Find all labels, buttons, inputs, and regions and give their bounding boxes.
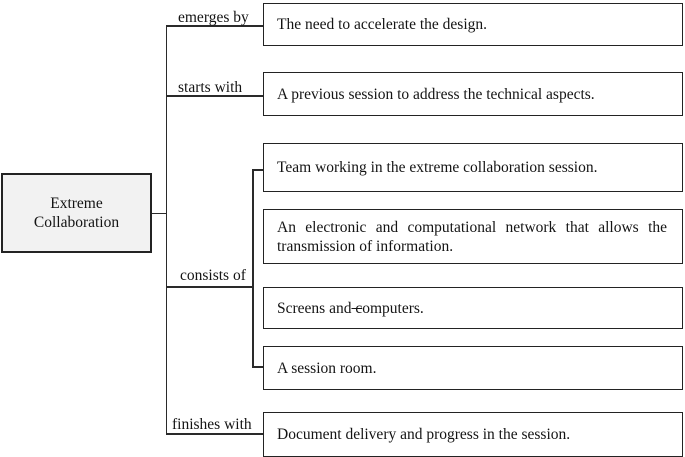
node-team-working-label: Team working in the extreme collaboratio… <box>277 159 598 177</box>
bracket-bottom-stub-line <box>252 366 264 368</box>
node-extreme-collaboration: Extreme Collaboration <box>1 173 152 253</box>
consists-of-branch-line <box>165 286 254 288</box>
node-session-room-label: A session room. <box>277 359 377 377</box>
node-electronic-network-label: An electronic and computational network … <box>277 219 667 255</box>
consists-of-bracket-line <box>252 169 254 368</box>
node-document-delivery-label: Document delivery and progress in the se… <box>277 426 571 444</box>
root-node-label-line2: Collaboration <box>33 214 120 231</box>
node-need-to-accelerate: The need to accelerate the design. <box>263 3 683 46</box>
relation-label-consists-of: consists of <box>180 266 246 284</box>
screens-label-post: omputers. <box>362 299 424 317</box>
node-need-to-accelerate-label: The need to accelerate the design. <box>277 16 487 34</box>
emerges-by-branch-line <box>165 25 264 27</box>
node-team-working: Team working in the extreme collaboratio… <box>263 143 683 192</box>
node-screens-computers-label: Screens and computers. <box>277 300 667 319</box>
relation-label-finishes-with: finishes with <box>172 415 252 433</box>
trunk-line <box>165 26 168 434</box>
node-screens-computers: Screens and computers. <box>263 287 683 329</box>
starts-with-branch-line <box>165 95 264 97</box>
node-previous-session: A previous session to address the techni… <box>263 72 683 116</box>
finishes-with-branch-line <box>165 433 264 435</box>
screens-label-pre: Screens and <box>277 299 352 317</box>
relation-label-starts-with: starts with <box>178 78 243 96</box>
bracket-top-stub-line <box>252 169 264 171</box>
root-node-label-line1: Extreme <box>50 194 103 212</box>
node-electronic-network: An electronic and computational network … <box>263 209 683 264</box>
relation-label-emerges-by: emerges by <box>178 8 249 26</box>
node-document-delivery: Document delivery and progress in the se… <box>263 412 683 457</box>
screens-label-struck-segment: c <box>351 299 363 317</box>
node-previous-session-label: A previous session to address the techni… <box>277 85 595 103</box>
node-session-room: A session room. <box>263 346 683 390</box>
root-connector-line <box>152 212 166 215</box>
